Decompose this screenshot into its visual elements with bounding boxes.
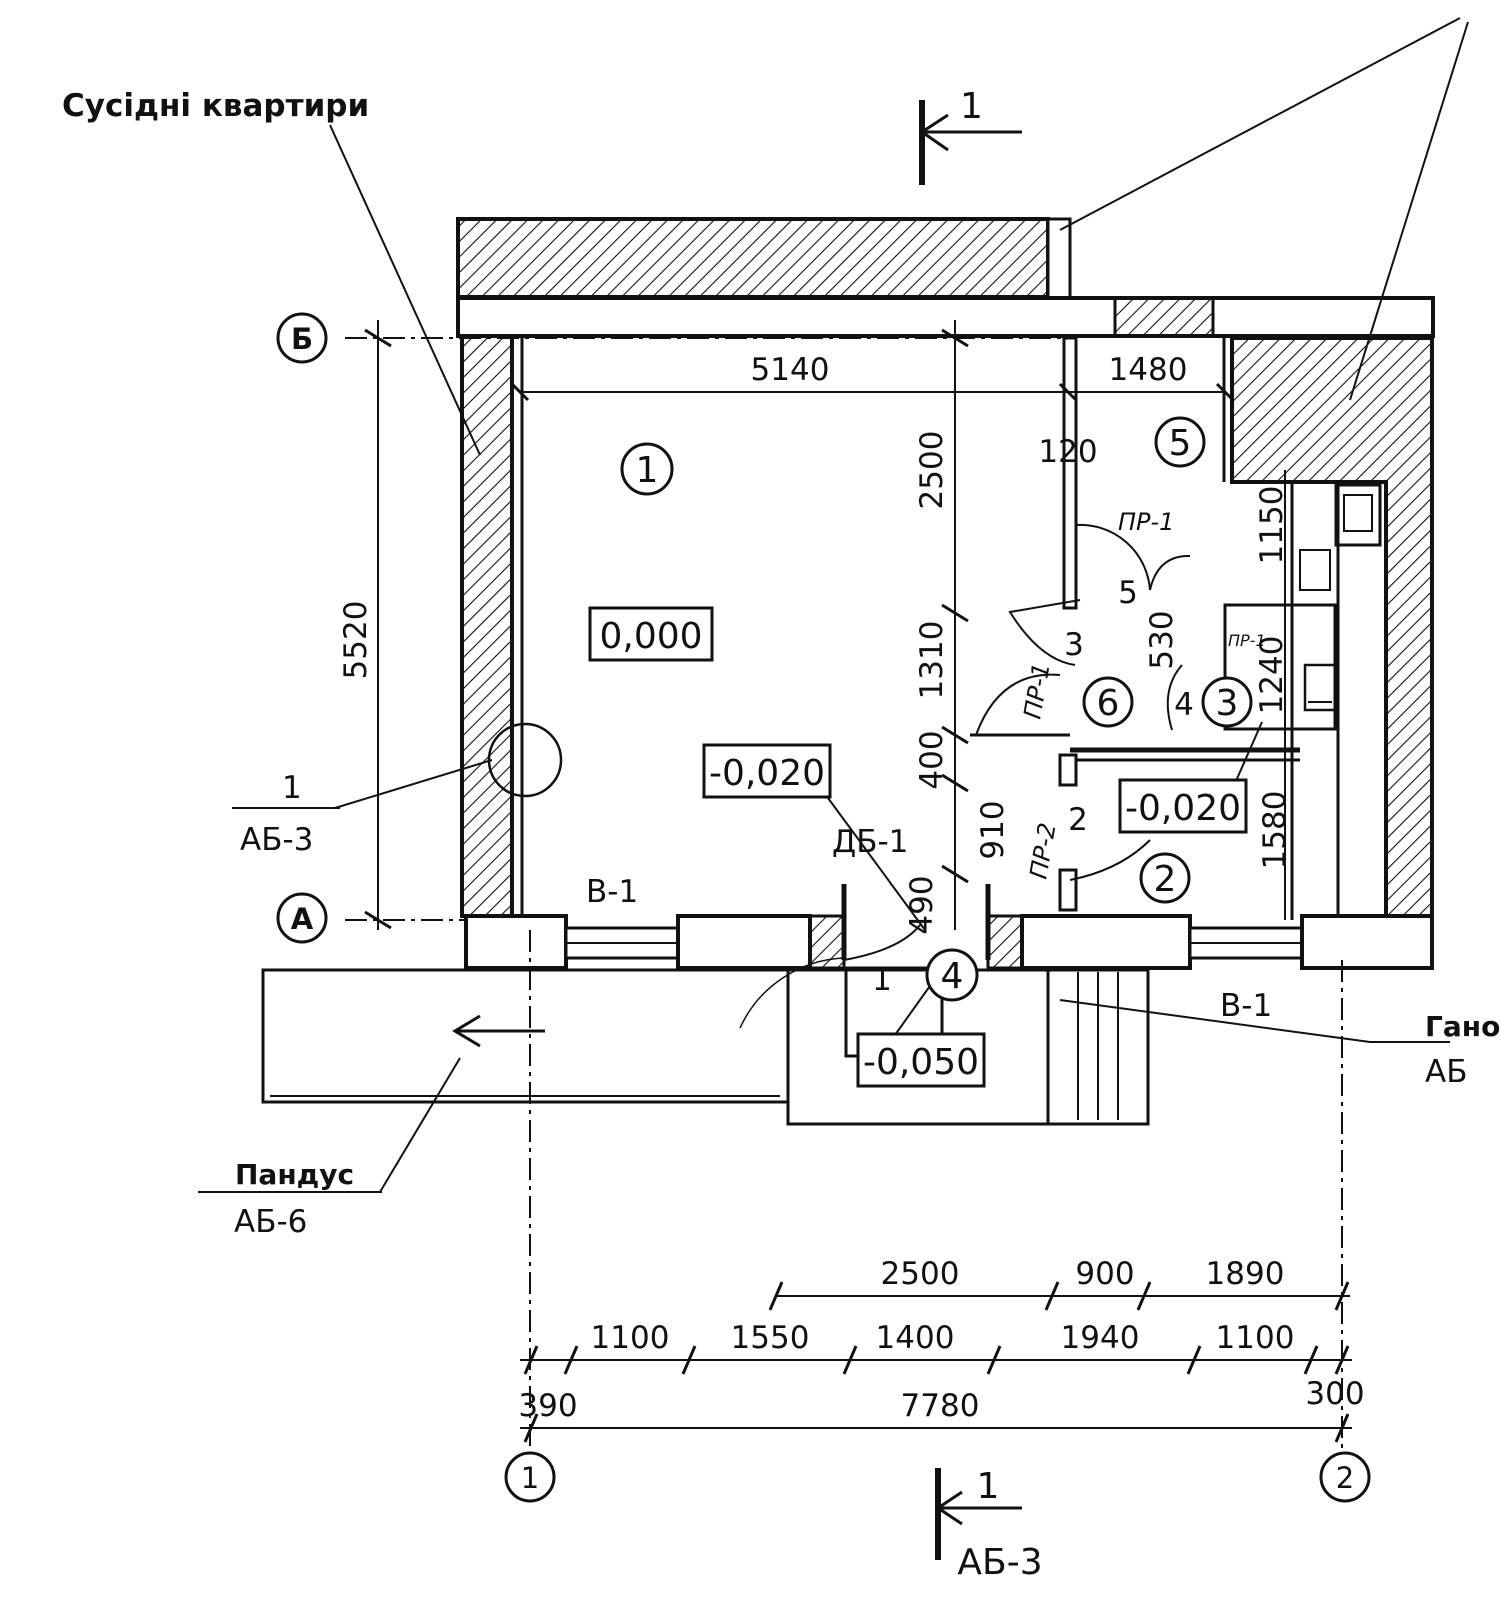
axis-2-label: 2: [1336, 1461, 1354, 1495]
section-top-num: 1: [960, 86, 983, 127]
neighbors-label: Сусідні квартири: [62, 88, 369, 124]
dim-910: 910: [975, 800, 1011, 859]
dim-row2-a: 1100: [591, 1320, 670, 1356]
door-db1: ДБ-1: [832, 824, 908, 860]
dim-5140: 5140: [751, 352, 830, 388]
top-slab-hatch-block: [1113, 296, 1215, 338]
door-jamb-right: [986, 914, 1024, 970]
dim-row2-c: 1400: [876, 1320, 955, 1356]
dim-1150: 1150: [1254, 486, 1290, 565]
dim-1310: 1310: [914, 621, 950, 700]
ramp-ref: АБ-6: [234, 1204, 307, 1240]
elevation-bath: -0,020: [1125, 788, 1241, 829]
dim-row2-d: 1940: [1061, 1320, 1140, 1356]
section-marker-bottom: [935, 1468, 1022, 1560]
fixtures: [1223, 483, 1382, 731]
porch-label: Ганок: [1425, 1010, 1500, 1043]
bottom-wall-left: [464, 914, 568, 970]
partition-small-2: [1058, 868, 1078, 912]
left-wall: [460, 334, 514, 918]
section-bottom-num: 1: [977, 1466, 1000, 1507]
room-1-label: 1: [636, 450, 659, 491]
dim-5520: 5520: [338, 601, 374, 680]
top-slab: [456, 296, 1435, 338]
ramp-and-porch: [261, 966, 1150, 1126]
door-mark-4: 4: [1174, 687, 1194, 723]
axis-b-label: Б: [291, 322, 313, 356]
walls: [456, 217, 1435, 970]
dim-row1-a: 2500: [881, 1256, 960, 1292]
section-bottom-ref: АБ-3: [957, 1542, 1042, 1583]
node-ref: АБ-3: [240, 822, 313, 858]
dim-row3-right: 300: [1305, 1376, 1364, 1412]
dim-row2-e: 1100: [1216, 1320, 1295, 1356]
bottom-wall-end: [1300, 914, 1434, 970]
door-mark-3: 3: [1064, 627, 1084, 663]
ramp-label: Пандус: [235, 1158, 354, 1191]
dim-row3-left: 390: [518, 1388, 577, 1424]
door-pr1-small: ПР-1: [1228, 631, 1266, 650]
node-num: 1: [282, 770, 302, 806]
room-3-label: 3: [1216, 683, 1239, 724]
axis-a-label: А: [291, 902, 314, 936]
axis-1-label: 1: [521, 1461, 539, 1495]
dim-row1-b: 900: [1075, 1256, 1134, 1292]
axis-bubbles: [276, 312, 1371, 1503]
room-5-label: 5: [1169, 423, 1192, 464]
dim-row1-c: 1890: [1206, 1256, 1285, 1292]
partition-small: [1058, 753, 1078, 787]
elevation-hall: -0,020: [709, 753, 825, 794]
leader-lines: [198, 17, 1469, 1193]
door-mark-2: 2: [1068, 802, 1088, 838]
dim-2500: 2500: [914, 431, 950, 510]
dim-530: 530: [1144, 610, 1180, 669]
neighbor-wall-top: [456, 217, 1050, 299]
dimension-lines: [364, 320, 1352, 1443]
elevation-main: 0,000: [599, 616, 702, 657]
dim-1580: 1580: [1257, 791, 1293, 870]
door-mark-5: 5: [1118, 575, 1138, 611]
wall-connector: [1046, 217, 1072, 309]
dim-1480: 1480: [1109, 352, 1188, 388]
partition-1: [1062, 336, 1078, 610]
porch-ref: АБ: [1425, 1054, 1467, 1090]
dim-490: 490: [904, 875, 940, 934]
elevation-boxes: [588, 606, 1248, 1088]
door-pr2: ПР-2: [1024, 821, 1061, 881]
door-pr1-top: ПР-1: [1118, 508, 1174, 536]
room-bubbles: [620, 416, 1253, 1002]
elevation-entry: -0,050: [863, 1042, 979, 1083]
door-mark-1: 1: [872, 962, 892, 998]
room-4-label: 4: [941, 956, 964, 997]
window-v1-left: В-1: [586, 874, 638, 910]
dim-row2-b: 1550: [731, 1320, 810, 1356]
text-layer: Сусідні квартири 1 Б А 1 2 5140 1480 120…: [62, 86, 1500, 1583]
bottom-wall-mid: [676, 914, 812, 970]
room-6-label: 6: [1097, 683, 1120, 724]
dim-row3-total: 7780: [901, 1388, 980, 1424]
dim-1240: 1240: [1254, 636, 1290, 715]
dim-120: 120: [1038, 434, 1097, 470]
door-pr1-left: ПР-1: [1018, 661, 1055, 721]
section-marker-top: [919, 100, 1022, 185]
window-v1-right: В-1: [1220, 988, 1272, 1024]
room-2-label: 2: [1154, 859, 1177, 900]
dim-400: 400: [914, 730, 950, 789]
bottom-wall-right: [1020, 914, 1192, 970]
